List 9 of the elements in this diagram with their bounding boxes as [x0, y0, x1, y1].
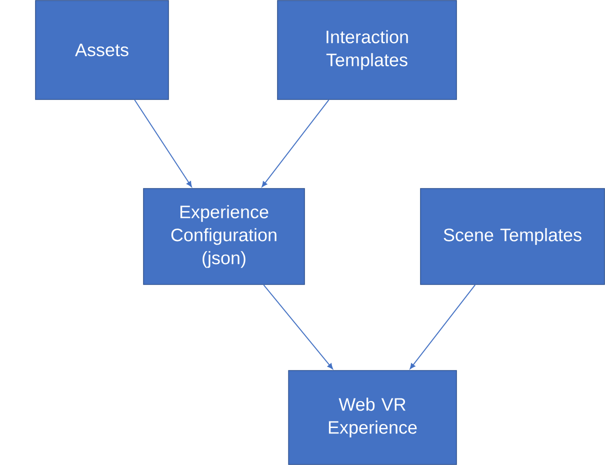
process-box: Assets: [35, 0, 169, 100]
arrow: [262, 99, 330, 188]
arrow: [263, 284, 333, 370]
process-box: Interaction Templates: [277, 0, 457, 100]
process-box: Experience Configuration (json): [143, 188, 305, 285]
arrow: [134, 99, 192, 188]
process-box: Scene Templates: [420, 188, 605, 285]
process-box: Web VR Experience: [288, 370, 457, 465]
arrow: [410, 284, 476, 370]
